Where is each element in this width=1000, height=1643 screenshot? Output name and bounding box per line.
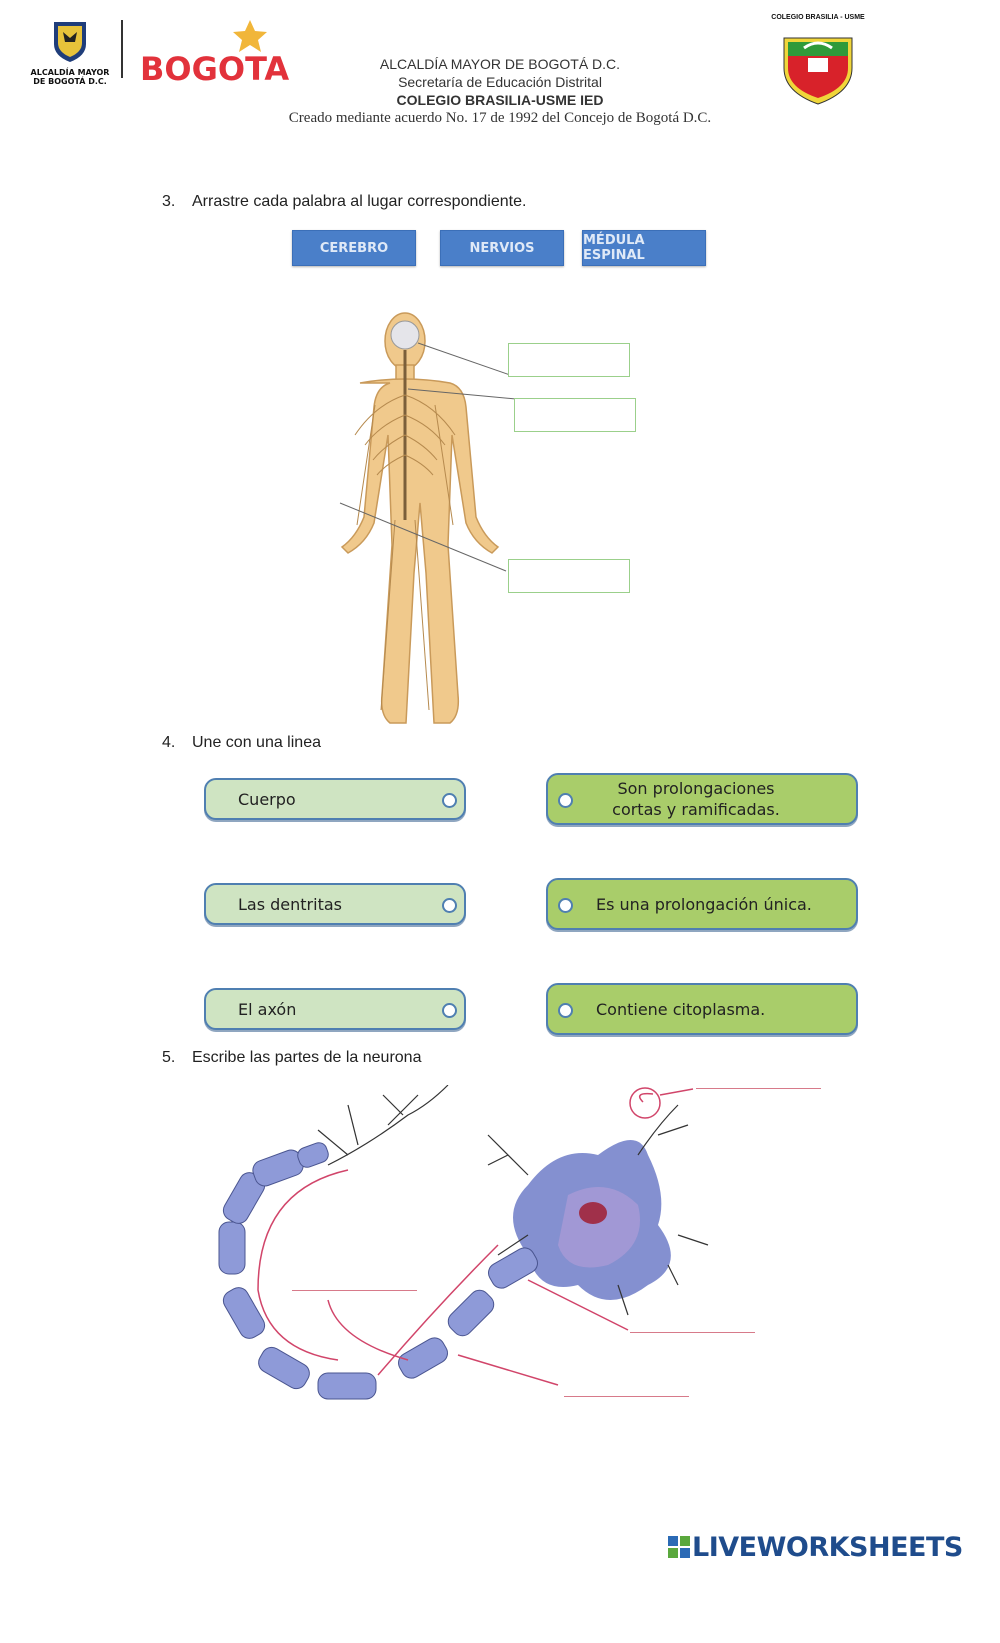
bogota-logo: BOGOTA <box>140 18 289 88</box>
liveworksheets-wordmark: LIVEWORKSHEETS <box>692 1532 963 1563</box>
header-line-2: Secretaría de Educación Distrital <box>398 74 602 90</box>
match-right-citoplasma[interactable]: Contiene citoplasma. <box>546 983 858 1035</box>
logo-divider <box>121 20 123 78</box>
question-5-number: 5. <box>162 1049 176 1066</box>
neuron-icon <box>218 1084 709 1400</box>
connector-dot-icon[interactable] <box>558 898 573 913</box>
bogota-shield-icon <box>54 22 86 62</box>
match-left-label: El axón <box>238 999 297 1019</box>
label-blank-2[interactable] <box>292 1290 417 1291</box>
match-left-dentritas[interactable]: Las dentritas <box>204 883 466 925</box>
word-chip-medula-espinal[interactable]: MÉDULA ESPINAL <box>582 230 706 266</box>
human-nervous-system-figure <box>300 305 520 735</box>
school-crest-text: COLEGIO BRASILIA - USME <box>771 14 865 21</box>
word-chip-cerebro[interactable]: CEREBRO <box>292 230 416 266</box>
match-right-label: Son prolongaciones cortas y ramificadas. <box>612 779 780 819</box>
connector-dot-icon[interactable] <box>558 1003 573 1018</box>
match-left-axon[interactable]: El axón <box>204 988 466 1030</box>
label-blank-4[interactable] <box>564 1396 689 1397</box>
match-right-prolongacion-unica[interactable]: Es una prolongación única. <box>546 878 858 930</box>
connector-dot-icon[interactable] <box>442 1003 457 1018</box>
question-3-title: 3. Arrastre cada palabra al lugar corresp… <box>162 193 526 211</box>
star-icon <box>233 20 267 52</box>
match-left-label: Cuerpo <box>238 789 296 809</box>
match-right-prolongaciones-cortas[interactable]: Son prolongaciones cortas y ramificadas. <box>546 773 858 825</box>
question-4-title: 4. Une con una linea <box>162 734 321 752</box>
drop-zone-1[interactable] <box>508 343 630 377</box>
label-blank-3[interactable] <box>630 1332 755 1333</box>
question-4-text: Une con una linea <box>192 734 321 751</box>
connector-dot-icon[interactable] <box>558 793 573 808</box>
nervous-system-illustration <box>339 312 517 724</box>
bogota-wordmark: BOGOTA <box>140 50 290 88</box>
match-right-label: Contiene citoplasma. <box>596 999 766 1019</box>
word-chip-nervios[interactable]: NERVIOS <box>440 230 564 266</box>
neuron-illustration <box>198 1084 728 1415</box>
header-line-3: COLEGIO BRASILIA-USME IED <box>396 92 604 108</box>
match-right-label: Es una prolongación única. <box>596 894 812 914</box>
alcaldia-logo: ALCALDÍA MAYOR DE BOGOTÁ D.C. <box>30 18 110 90</box>
question-5-text: Escribe las partes de la neurona <box>192 1049 422 1066</box>
drop-zone-3[interactable] <box>508 559 630 593</box>
question-3-number: 3. <box>162 193 176 210</box>
match-left-label: Las dentritas <box>238 894 342 914</box>
question-5-title: 5. Escribe las partes de la neurona <box>162 1049 421 1067</box>
liveworksheets-grid-icon <box>668 1536 690 1558</box>
school-crest-icon <box>783 37 853 105</box>
header-line-4: Creado mediante acuerdo No. 17 de 1992 d… <box>288 110 712 126</box>
question-3-text: Arrastre cada palabra al lugar correspon… <box>192 193 527 210</box>
liveworksheets-logo: LIVEWORKSHEETS <box>668 1532 968 1566</box>
label-blank-1[interactable] <box>696 1088 821 1089</box>
header-line-1: ALCALDÍA MAYOR DE BOGOTÁ D.C. <box>379 56 621 72</box>
school-crest: COLEGIO BRASILIA - USME <box>770 8 866 108</box>
question-4-number: 4. <box>162 734 176 751</box>
connector-dot-icon[interactable] <box>442 898 457 913</box>
match-left-cuerpo[interactable]: Cuerpo <box>204 778 466 820</box>
drop-zone-2[interactable] <box>514 398 636 432</box>
connector-dot-icon[interactable] <box>442 793 457 808</box>
alcaldia-logo-text: ALCALDÍA MAYOR DE BOGOTÁ D.C. <box>30 68 110 86</box>
